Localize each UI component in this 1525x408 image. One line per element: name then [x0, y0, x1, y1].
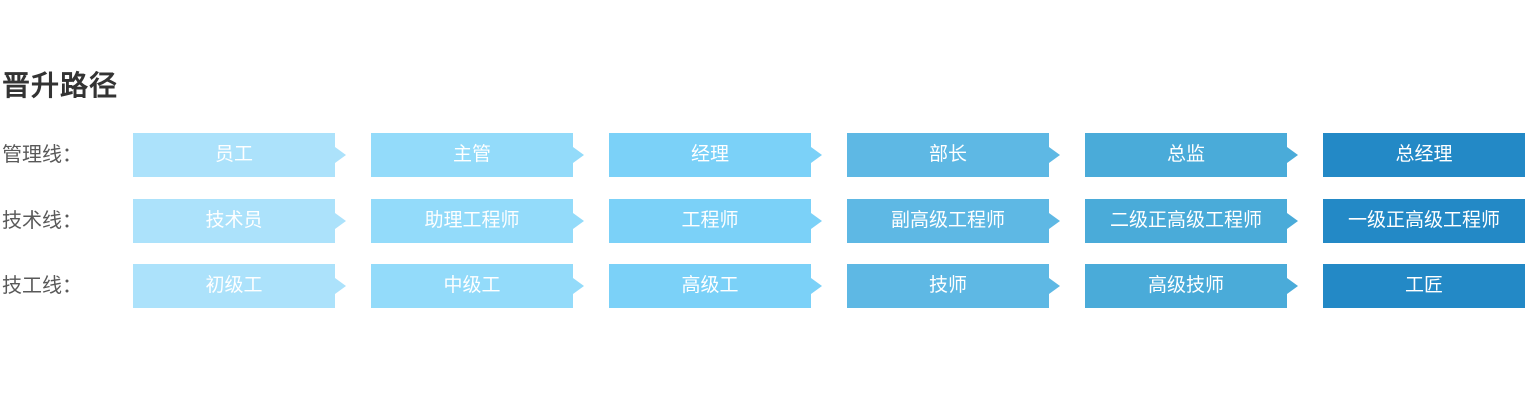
stage-box: 助理工程师 — [371, 199, 573, 243]
stage-box: 副高级工程师 — [847, 199, 1049, 243]
row-label-management: 管理线： — [2, 144, 82, 166]
stage-box: 二级正高级工程师 — [1085, 199, 1287, 243]
stage-box: 一级正高级工程师 — [1323, 199, 1525, 243]
stage-box: 高级工 — [609, 264, 811, 308]
row-label-skilled-worker: 技工线： — [2, 275, 82, 297]
stage-box: 技术员 — [133, 199, 335, 243]
page-title: 晋升路径 — [2, 70, 119, 101]
stage-box: 总经理 — [1323, 133, 1525, 177]
stage-box: 技师 — [847, 264, 1049, 308]
stage-box: 部长 — [847, 133, 1049, 177]
row-management-line: 管理线： 员工 主管 经理 部长 总监 总经理 — [0, 133, 1525, 177]
row-technical-line: 技术线： 技术员 助理工程师 工程师 副高级工程师 二级正高级工程师 一级正高级… — [0, 199, 1525, 243]
stage-box: 主管 — [371, 133, 573, 177]
stage-box: 员工 — [133, 133, 335, 177]
row-label-technical: 技术线： — [2, 210, 82, 232]
stage-box: 经理 — [609, 133, 811, 177]
stage-box: 工程师 — [609, 199, 811, 243]
stage-box: 高级技师 — [1085, 264, 1287, 308]
stage-box: 中级工 — [371, 264, 573, 308]
stage-box: 工匠 — [1323, 264, 1525, 308]
row-skilled-worker-line: 技工线： 初级工 中级工 高级工 技师 高级技师 工匠 — [0, 264, 1525, 308]
stage-box: 总监 — [1085, 133, 1287, 177]
stage-box: 初级工 — [133, 264, 335, 308]
